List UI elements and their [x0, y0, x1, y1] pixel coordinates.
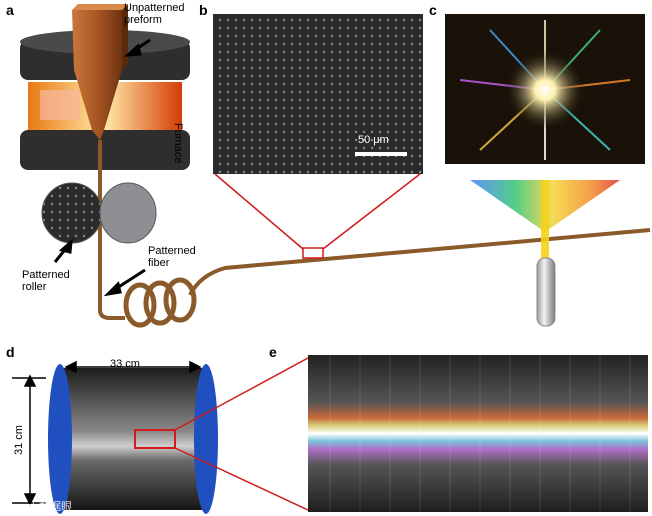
panel-label-b: b	[199, 2, 208, 18]
spool-fiber-winding	[62, 368, 204, 510]
label-patterned-roller: Patterned roller	[22, 269, 70, 293]
zoom-line-b-left	[214, 173, 304, 250]
panel-label-d: d	[6, 344, 15, 360]
spool	[48, 364, 218, 514]
zoom-line-b-right	[322, 173, 421, 250]
zoom-line-e-top	[174, 357, 309, 431]
patterned-fiber-line	[188, 228, 651, 296]
patterned-roller-left	[41, 182, 103, 244]
furnace-bottom-ring	[20, 130, 190, 170]
zoom-box-fiber	[302, 247, 324, 259]
diffraction-center	[505, 50, 585, 130]
spool-flange-left	[48, 364, 72, 514]
label-furnace: Furnace	[172, 123, 184, 164]
panel-label-a: a	[6, 2, 14, 18]
laser-beam	[541, 180, 549, 258]
panel-label-c: c	[429, 2, 437, 18]
label-patterned-fiber: Patterned fiber	[148, 245, 196, 269]
fiber-coil	[123, 277, 197, 328]
panel-label-e: e	[269, 344, 277, 360]
scale-bar-label: 50 μm	[358, 134, 389, 146]
sem-image	[213, 14, 423, 174]
label-spool-width: 33 cm	[110, 358, 140, 370]
panel-a-illustration	[20, 4, 651, 328]
unpatterned-preform	[72, 10, 122, 140]
fiber-strand	[98, 140, 125, 320]
patterned-roller-right	[99, 182, 157, 244]
fiber-closeup-photo	[308, 355, 648, 512]
label-unpatterned-preform: Unpatterned preform	[124, 2, 185, 26]
spool-flange-right	[194, 364, 218, 514]
zoom-line-e-bottom	[174, 447, 309, 511]
label-spool-height: 31 cm	[13, 425, 25, 455]
watermark-text: 大数据眼	[28, 501, 72, 513]
laser-pointer	[536, 257, 556, 327]
scale-bar	[355, 152, 407, 156]
fiber-closeup-lines	[329, 355, 631, 512]
zoom-box-spool	[134, 429, 176, 449]
